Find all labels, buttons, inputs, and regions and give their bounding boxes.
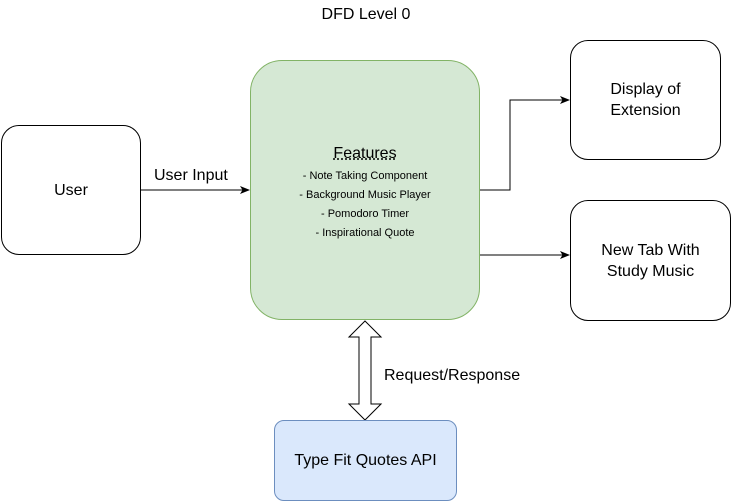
node-api-label: Type Fit Quotes API <box>294 452 437 469</box>
node-display-label-line2: Extension <box>610 102 681 119</box>
edge-features-api-bidirectional <box>347 320 383 421</box>
node-display-of-extension[interactable]: Display of Extension <box>570 40 721 160</box>
features-heading: Features <box>251 143 479 164</box>
node-user[interactable]: User <box>1 125 141 255</box>
edge-label-user-input: User Input <box>154 167 228 184</box>
features-item: - Inspirational Quote <box>315 227 415 239</box>
node-display-label-line1: Display of <box>610 81 681 98</box>
node-newtab-label: New Tab With Study Music <box>601 240 699 282</box>
node-newtab-label-line2: Study Music <box>606 262 695 280</box>
node-type-fit-quotes-api[interactable]: Type Fit Quotes API <box>274 420 457 501</box>
features-heading-text: Features <box>333 145 397 162</box>
features-item: - Background Music Player <box>299 189 431 201</box>
features-item: - Pomodoro Timer <box>320 208 410 220</box>
edge-features-to-display <box>480 96 570 191</box>
features-list: - Note Taking Component - Background Mus… <box>251 167 479 243</box>
node-features[interactable]: Features - Note Taking Component - Backg… <box>250 60 480 320</box>
diagram-title: DFD Level 0 <box>321 6 411 23</box>
edge-label-request-response: Request/Response <box>384 367 521 384</box>
node-newtab-label-line1: New Tab With <box>601 241 700 259</box>
node-new-tab-study-music[interactable]: New Tab With Study Music <box>570 200 731 321</box>
features-item: - Note Taking Component <box>302 170 428 182</box>
node-user-label: User <box>54 181 88 199</box>
node-display-label: Display of Extension <box>610 79 680 121</box>
